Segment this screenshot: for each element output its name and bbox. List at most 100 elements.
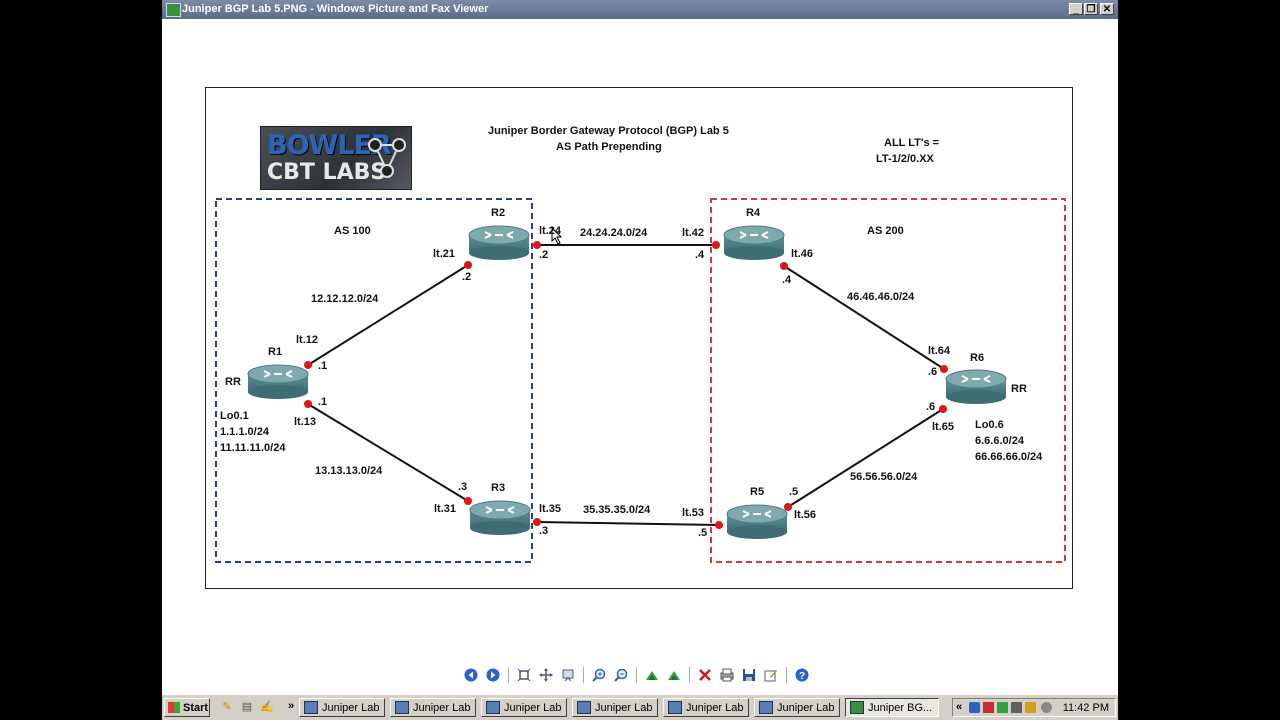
zoom-out-icon[interactable] <box>612 666 630 684</box>
tray-app-icon[interactable] <box>969 702 980 713</box>
interface-r4-addr-left: .4 <box>695 249 705 261</box>
bowler-cbt-labs-logo: BOWLER CBT LABS <box>260 126 412 190</box>
router-r6-rr-label: RR <box>1011 383 1027 395</box>
minimize-button[interactable]: _ <box>1069 3 1083 15</box>
picture-viewer-icon <box>166 3 181 17</box>
juniper-lab-icon <box>486 701 500 714</box>
screen: Juniper BGP Lab 5.PNG - Windows Picture … <box>162 0 1118 720</box>
interface-dot-lt31 <box>464 497 472 505</box>
quicklaunch-pen-icon[interactable]: ✎ <box>222 701 232 713</box>
zoom-in-icon[interactable] <box>590 666 608 684</box>
router-r6-icon <box>945 369 1007 405</box>
tray-app-icon[interactable] <box>1025 702 1036 713</box>
interface-dot-lt13 <box>304 400 312 408</box>
windows-logo-icon <box>168 702 180 713</box>
router-r2-icon <box>468 225 530 261</box>
tray-network-icon[interactable] <box>1011 702 1022 713</box>
lt-note-line1: ALL LT's = <box>884 137 940 149</box>
link-r4-r6-network: 46.46.46.0/24 <box>847 291 915 303</box>
taskbar-item[interactable]: Juniper Lab <box>572 698 658 717</box>
print-icon[interactable] <box>718 666 736 684</box>
interface-lt56-label: lt.56 <box>794 509 817 521</box>
tray-network-icon[interactable] <box>997 702 1008 713</box>
r6-loopback-net-2: 66.66.66.0/24 <box>975 451 1043 463</box>
taskbar-item[interactable]: Juniper Lab <box>481 698 567 717</box>
interface-lt31-label: lt.31 <box>434 503 457 515</box>
taskbar-item[interactable]: Juniper Lab <box>390 698 476 717</box>
edit-icon[interactable] <box>762 666 780 684</box>
r1-loopback-net-2: 11.11.11.0/24 <box>220 442 286 454</box>
link-r1-r2-network: 12.12.12.0/24 <box>311 293 379 305</box>
tray-expand-icon[interactable]: « <box>956 701 963 713</box>
link-r1-r3-network: 13.13.13.0/24 <box>315 465 383 477</box>
interface-lt13-label: lt.13 <box>294 416 317 428</box>
quicklaunch-notepad-icon[interactable]: ▤ <box>241 701 253 713</box>
interface-r3-addr-right: .3 <box>539 525 549 537</box>
juniper-lab-icon <box>395 701 409 714</box>
tray-security-icon[interactable] <box>983 702 994 713</box>
delete-icon[interactable] <box>696 666 714 684</box>
window-title-bar[interactable]: Juniper BGP Lab 5.PNG - Windows Picture … <box>162 0 1118 19</box>
router-r2-label: R2 <box>491 207 506 219</box>
router-r3-label: R3 <box>491 482 506 494</box>
link-r5-r6-network: 56.56.56.0/24 <box>850 471 918 483</box>
interface-dot-lt42 <box>712 241 720 249</box>
previous-image-icon[interactable] <box>462 666 480 684</box>
network-diagram <box>215 198 1066 563</box>
diagram-title: Juniper Border Gateway Protocol (BGP) La… <box>488 125 729 137</box>
restore-button[interactable]: ❐ <box>1084 3 1098 15</box>
interface-dot-lt21 <box>464 261 472 269</box>
save-icon[interactable] <box>740 666 758 684</box>
start-button[interactable]: Start <box>164 698 210 717</box>
slideshow-icon[interactable] <box>559 666 577 684</box>
interface-lt53-label: lt.53 <box>682 507 705 519</box>
taskbar-item[interactable]: Juniper Lab <box>754 698 840 717</box>
router-r1-rr-label: RR <box>225 376 241 388</box>
best-fit-icon[interactable] <box>515 666 533 684</box>
rotate-clockwise-icon[interactable] <box>643 666 661 684</box>
router-r5-label: R5 <box>750 486 765 498</box>
juniper-lab-icon <box>759 701 773 714</box>
link-r1-r2 <box>307 264 469 366</box>
interface-dot-lt56 <box>784 503 792 511</box>
quicklaunch-app-icon[interactable]: ✍ <box>260 701 274 713</box>
interface-r6-addr-bottom: .6 <box>926 401 936 413</box>
interface-lt42-label: lt.42 <box>682 227 705 239</box>
tray-volume-icon[interactable] <box>1041 702 1052 713</box>
router-r4-label: R4 <box>746 207 761 219</box>
interface-r2-addr-left: .2 <box>462 271 472 283</box>
link-r5-r6 <box>787 408 944 508</box>
taskbar: Start ✎ ▤ ✍ » Juniper Lab Juniper Lab Ju… <box>162 694 1118 720</box>
router-r6-label: R6 <box>970 352 985 364</box>
taskbar-clock[interactable]: 11:42 PM <box>1062 702 1109 714</box>
interface-lt21-label: lt.21 <box>433 248 456 260</box>
toolbar-separator <box>786 667 787 683</box>
taskbar-item[interactable]: Juniper Lab <box>663 698 749 717</box>
rotate-counterclockwise-icon[interactable] <box>665 666 683 684</box>
interface-r1-addr-top: .1 <box>318 360 328 372</box>
router-r1-icon <box>247 364 309 400</box>
interface-dots <box>304 241 948 529</box>
interface-lt65-label: lt.65 <box>932 421 955 433</box>
quicklaunch-more-icon[interactable]: » <box>287 700 295 712</box>
help-icon[interactable]: ? <box>793 666 811 684</box>
taskbar-item-active[interactable]: Juniper BG... <box>845 698 939 717</box>
link-r2-r4-network: 24.24.24.0/24 <box>580 227 648 239</box>
viewer-toolbar: ? <box>462 665 811 685</box>
close-button[interactable]: ✕ <box>1100 3 1114 15</box>
actual-size-icon[interactable] <box>537 666 555 684</box>
interface-dot-lt65 <box>939 405 947 413</box>
system-tray: « 11:42 PM <box>952 698 1116 717</box>
r6-loopback: Lo0.6 <box>975 419 1004 431</box>
interface-lt35-label: lt.35 <box>539 503 562 515</box>
start-label: Start <box>183 701 209 714</box>
next-image-icon[interactable] <box>484 666 502 684</box>
diagram-subtitle: AS Path Prepending <box>556 141 662 153</box>
interface-r3-addr-top: .3 <box>458 481 468 493</box>
toolbar-separator <box>508 667 509 683</box>
taskbar-item[interactable]: Juniper Lab <box>299 698 385 717</box>
logo-network-icon <box>368 138 406 178</box>
interface-dot-lt12 <box>304 361 312 369</box>
interface-dot-lt46 <box>780 262 788 270</box>
picture-viewer-icon <box>850 701 864 714</box>
